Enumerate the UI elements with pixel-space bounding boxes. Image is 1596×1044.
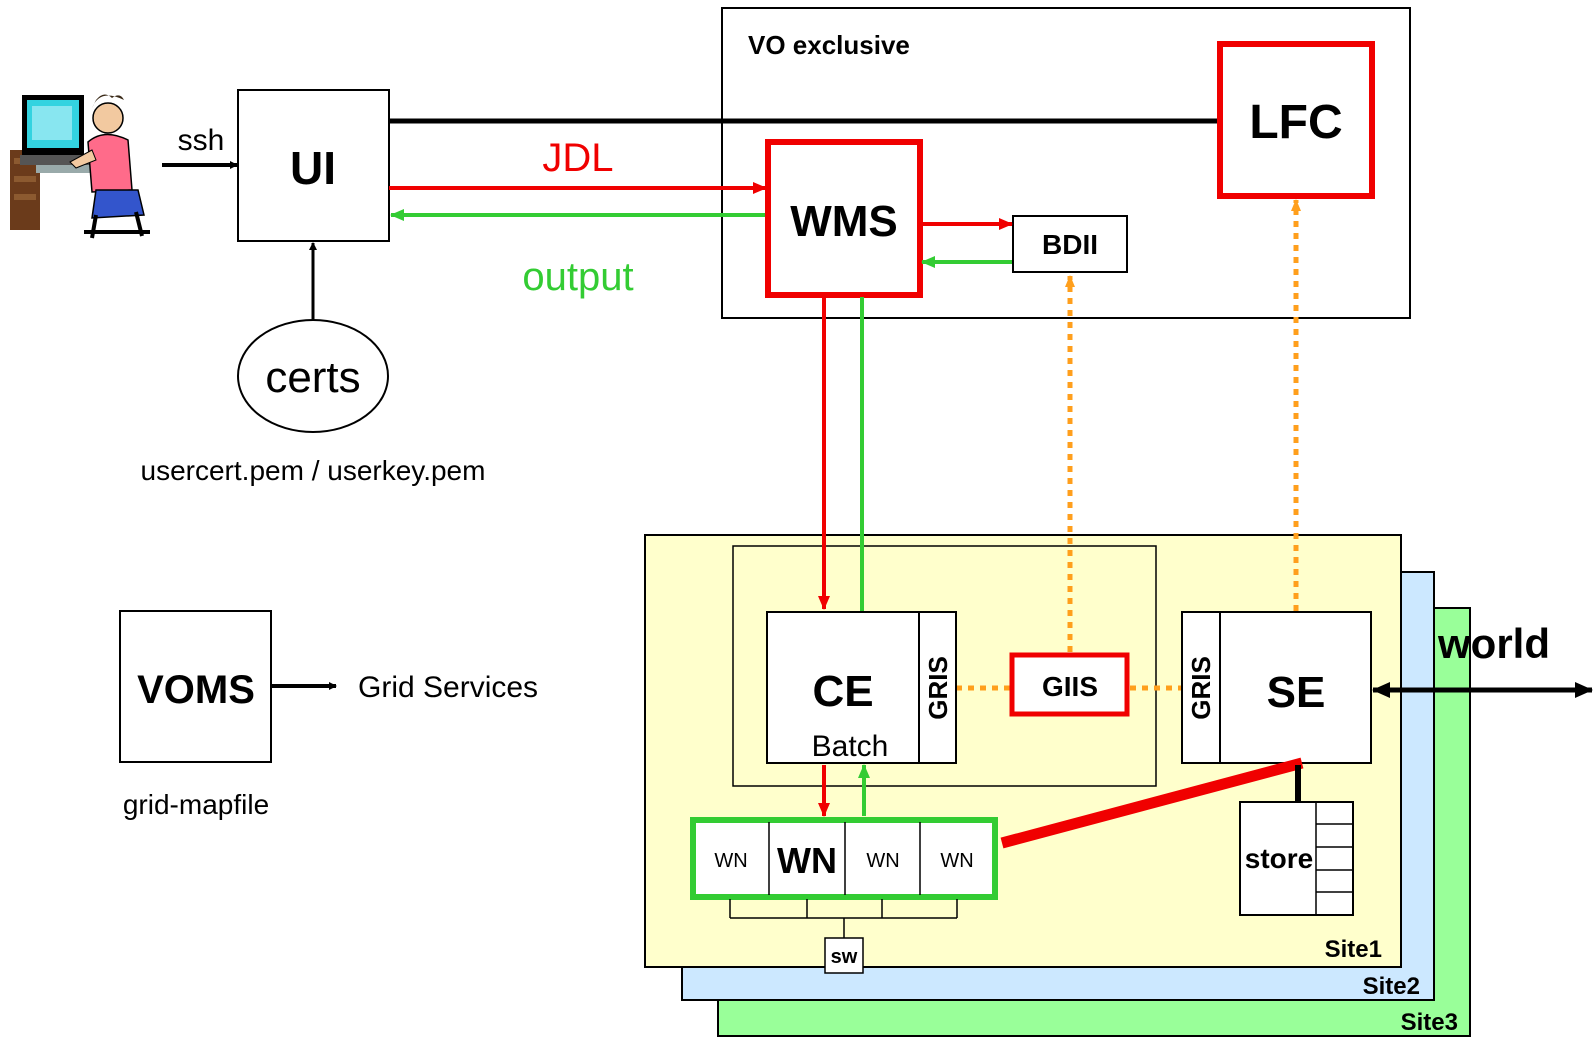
se-gris-label: GRIS <box>1186 656 1216 720</box>
wn-group <box>690 817 998 900</box>
wms-label: WMS <box>790 197 898 246</box>
wn-node-2: WN <box>777 840 837 881</box>
certs-ellipse <box>237 319 389 433</box>
jdl-label: JDL <box>542 136 613 180</box>
wn-node-1: WN <box>714 850 747 872</box>
voms-label: VOMS <box>137 668 255 712</box>
lfc-label: LFC <box>1249 96 1342 149</box>
ce-frame <box>732 545 1157 787</box>
grid-services-label: Grid Services <box>358 671 538 704</box>
se-gris-box <box>1181 611 1221 764</box>
ssh-label: ssh <box>178 124 225 157</box>
user-at-computer-icon <box>10 94 150 239</box>
ce-gris-box <box>918 611 957 764</box>
certs-label: certs <box>265 353 360 402</box>
ui-box <box>237 89 390 242</box>
lfc-box <box>1217 41 1375 199</box>
site2-label: Site2 <box>1363 973 1420 1000</box>
output-label: output <box>522 255 633 299</box>
site3-label: Site3 <box>1401 1009 1458 1036</box>
se-label: SE <box>1267 668 1326 717</box>
giis-box <box>1009 652 1130 717</box>
voms-box <box>119 610 272 763</box>
ui-label: UI <box>290 142 336 194</box>
sw-label: sw <box>831 946 858 968</box>
wn-se-link <box>1000 757 1304 849</box>
giis-label: GIIS <box>1042 671 1098 702</box>
grid-mapfile-label: grid-mapfile <box>123 789 269 820</box>
store-label: store <box>1245 843 1313 874</box>
store-box <box>1239 801 1354 916</box>
wn-node-4: WN <box>940 850 973 872</box>
store-shelves <box>1315 802 1353 915</box>
bdii-label: BDII <box>1042 229 1098 260</box>
site1-label: Site1 <box>1325 936 1382 963</box>
sw-box <box>824 937 864 974</box>
bdii-box <box>1012 215 1128 273</box>
ce-label: CE <box>812 667 873 716</box>
wn-node-3: WN <box>866 850 899 872</box>
cert-files-label: usercert.pem / userkey.pem <box>141 455 486 486</box>
world-label: world <box>1437 620 1550 667</box>
switch-wiring <box>729 899 958 938</box>
ce-gris-label: GRIS <box>923 656 953 720</box>
batch-label: Batch <box>812 730 889 763</box>
vo-exclusive-label: VO exclusive <box>748 30 910 60</box>
se-box <box>1219 611 1372 764</box>
wms-box <box>765 139 923 298</box>
vo-exclusive-box <box>721 7 1411 319</box>
